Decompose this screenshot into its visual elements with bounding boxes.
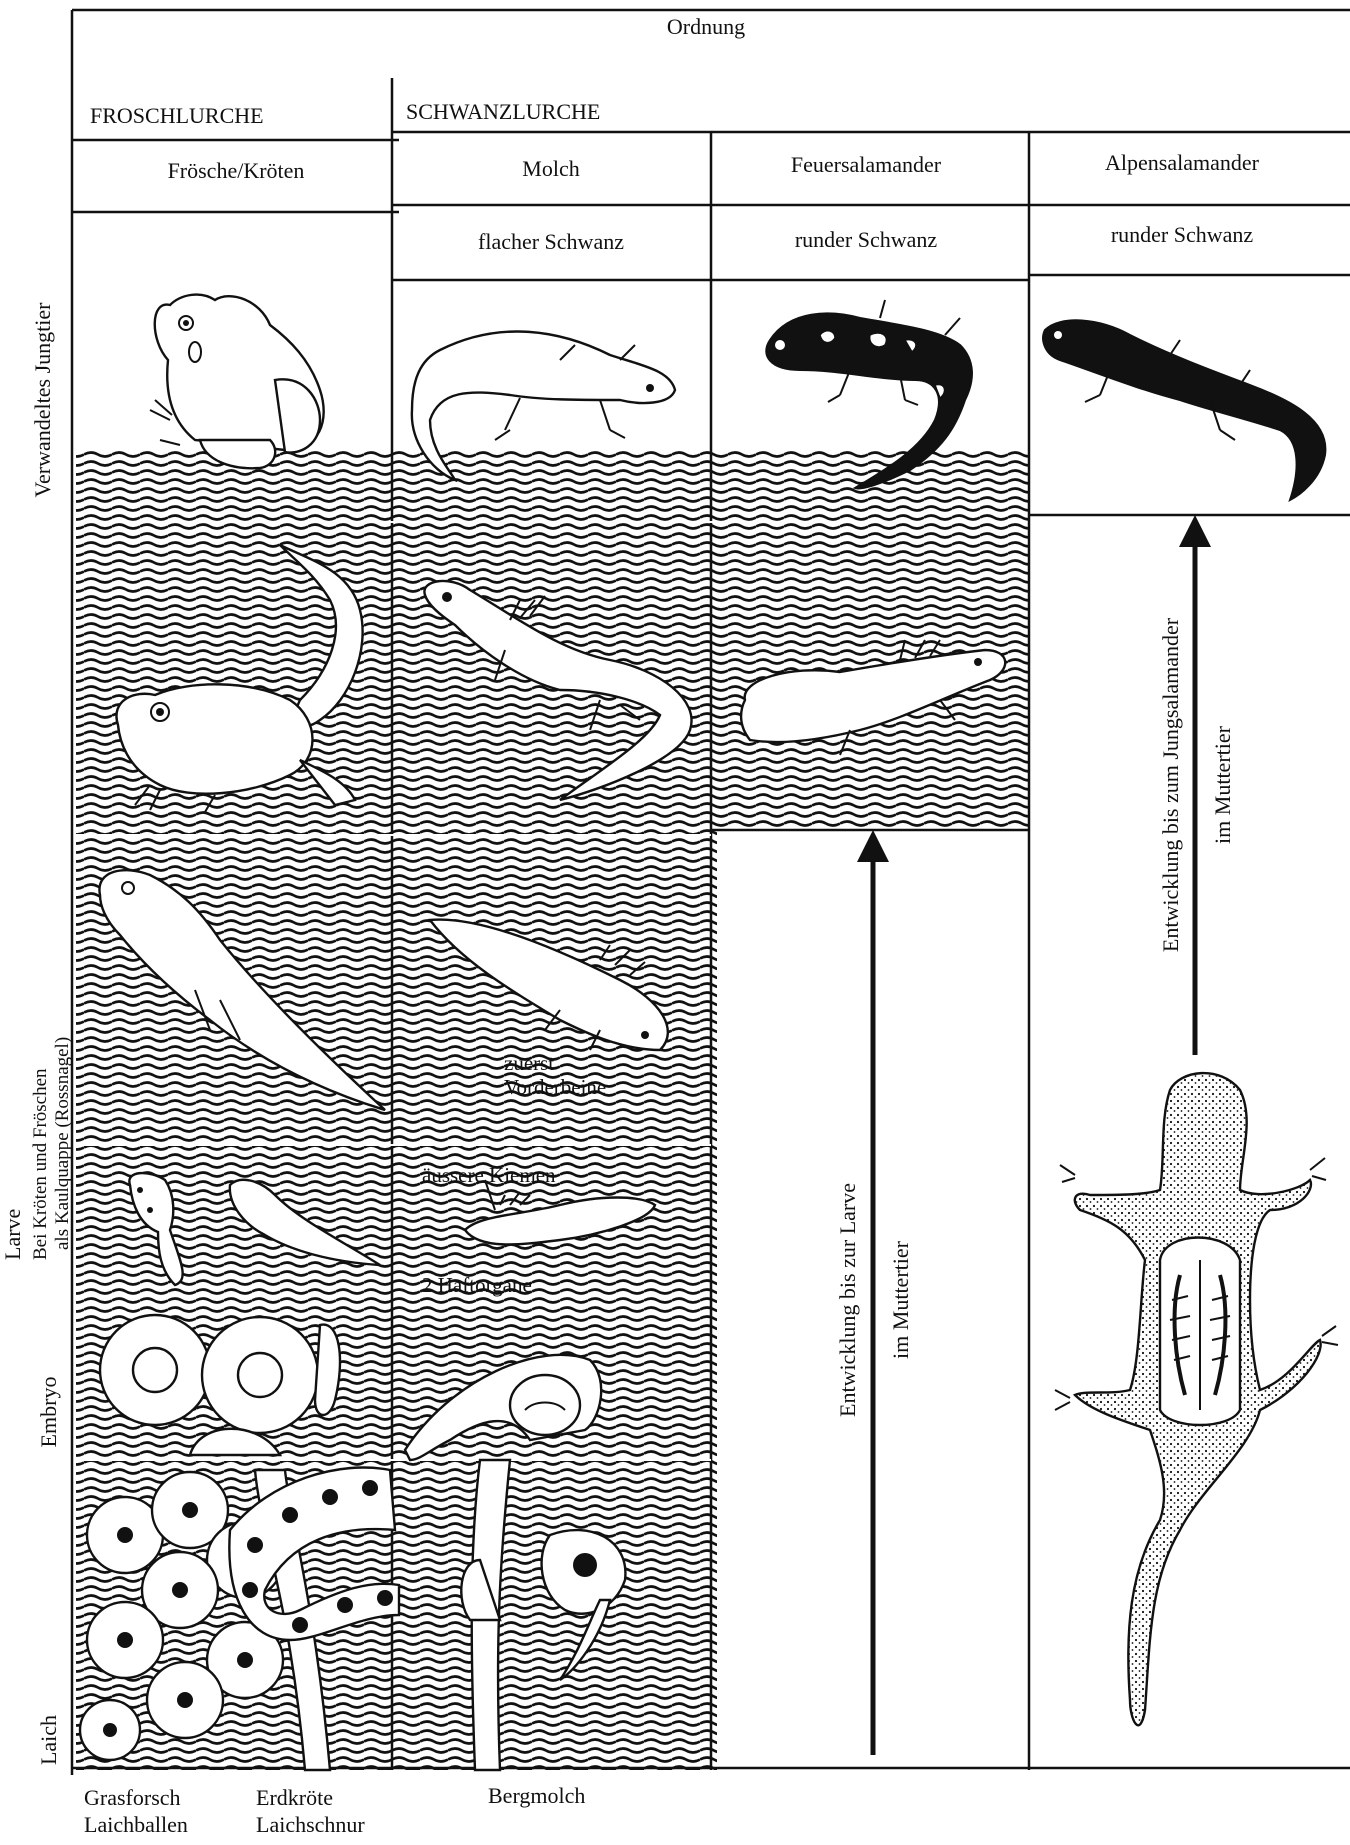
- water-feuersalamander: [717, 450, 1029, 830]
- annotation-fire-salamander-2: im Muttertier: [888, 1240, 913, 1359]
- header-title: Ordnung: [667, 14, 745, 39]
- group-label-froschlurche: FROSCHLURCHE: [90, 103, 264, 128]
- footer-bergmolch: Bergmolch: [488, 1783, 585, 1808]
- column-label-alpensalamander: Alpensalamander: [1105, 150, 1260, 175]
- column-label-molch: Molch: [522, 156, 579, 181]
- stage-label-juvenile: Verwandeltes Jungtier: [30, 302, 55, 498]
- stage-label-larva-note-1: Bei Kröten und Fröschen: [30, 1068, 51, 1260]
- stage-label-embryo: Embryo: [36, 1377, 61, 1448]
- alpine-salamander-adult-illustration: [1043, 320, 1325, 500]
- annotation-front-legs-2: Vorderbeine: [504, 1075, 606, 1099]
- annotation-external-gills: äussere Kiemen: [422, 1163, 556, 1187]
- alpine-salamander-pregnant-illustration: [1055, 1073, 1338, 1725]
- stage-label-larva-note-2: als Kaulquappe (Rossnagel): [52, 1037, 73, 1250]
- stage-label-spawn: Laich: [36, 1715, 61, 1765]
- tail-label-alpensalamander: runder Schwanz: [1111, 222, 1254, 247]
- tail-label-molch: flacher Schwanz: [478, 229, 624, 254]
- group-label-schwanzlurche: SCHWANZLURCHE: [406, 99, 600, 124]
- annotation-front-legs-1: zuerst: [504, 1051, 554, 1075]
- arrow-alpensalamander: [1179, 515, 1211, 1055]
- column-label-feuersalamander: Feuersalamander: [791, 152, 942, 177]
- footer-erdkroete-2: Laichschnur: [256, 1812, 365, 1837]
- annotation-alpine-salamander-2: im Muttertier: [1210, 725, 1235, 844]
- footer-grasfrosch-1: Grasforsch: [84, 1785, 181, 1810]
- stage-label-larva: Larve: [0, 1209, 25, 1260]
- annotation-alpine-salamander-1: Entwicklung bis zum Jungsalamander: [1158, 617, 1183, 952]
- annotation-adhesive-organs: 2 Haftorgane: [422, 1273, 532, 1297]
- footer-grasfrosch-2: Laichballen: [84, 1812, 188, 1837]
- frog-adult-illustration: [150, 295, 324, 469]
- arrow-feuersalamander: [857, 830, 889, 1755]
- column-label-froesche: Frösche/Kröten: [168, 158, 305, 183]
- footer-erdkroete-1: Erdkröte: [256, 1785, 333, 1810]
- annotation-fire-salamander-1: Entwicklung bis zur Larve: [835, 1183, 860, 1417]
- tail-label-feuersalamander: runder Schwanz: [795, 227, 938, 252]
